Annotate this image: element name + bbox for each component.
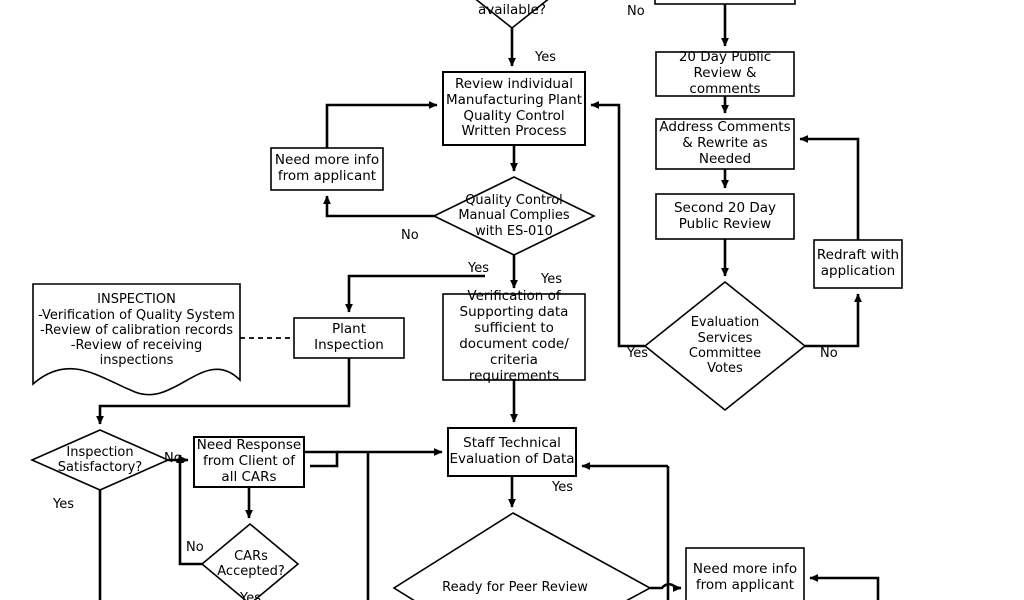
shape-20-day-public <box>655 51 795 97</box>
shape-plant-inspection <box>293 317 405 359</box>
shape-inspection-satisfactory <box>30 429 170 491</box>
label-yes-qc-manual-right: Yes <box>541 272 562 287</box>
edge-qc-no-to-needinfo <box>323 195 434 218</box>
label-no-top-right: No <box>627 4 645 19</box>
label-yes-staff: Yes <box>552 480 573 495</box>
shape-verification-supporting <box>442 293 586 381</box>
shape-cars-accepted <box>200 522 300 600</box>
shape-top-right-box <box>654 0 796 5</box>
label-no-inspection: No <box>164 451 182 466</box>
shape-need-more-info-left <box>270 147 384 191</box>
edge-cars-no-to-needresponse <box>176 454 202 566</box>
shape-staff-technical <box>447 427 577 477</box>
edge-committee-yes-to-review <box>590 101 645 348</box>
shape-review-individual <box>442 71 586 146</box>
edge-needinfo-to-review <box>325 101 438 148</box>
label-no-cars: No <box>186 540 204 555</box>
shape-ready-for-peer-review <box>392 512 652 600</box>
edge-needresponse-right-stub <box>304 450 339 468</box>
shape-redraft-with-application <box>813 239 903 289</box>
shape-evaluation-criteria <box>475 0 549 30</box>
edge-redraft-to-address <box>799 135 860 240</box>
edge-right-loop-to-needinfo <box>809 574 880 600</box>
label-yes-cars: Yes <box>240 591 261 600</box>
label-yes-committee: Yes <box>627 346 648 361</box>
shape-inspection-note <box>32 283 241 396</box>
edge-peerreview-hop <box>650 582 680 590</box>
shape-need-more-info-right <box>685 547 805 600</box>
label-yes-qc-manual: Yes <box>468 261 489 276</box>
shape-address-comments <box>655 118 795 170</box>
label-no-committee: No <box>820 346 838 361</box>
edge-qc-yes-to-plant <box>345 274 485 313</box>
edge-plant-to-inspection-satisfactory <box>96 358 351 425</box>
shape-second-20-day <box>655 193 795 240</box>
label-yes-inspection: Yes <box>53 497 74 512</box>
label-yes-criteria: Yes <box>535 50 556 65</box>
shape-need-response-cars <box>193 436 305 488</box>
label-no-qc-manual: No <box>401 228 419 243</box>
edge-committee-no-to-redraft <box>805 293 862 348</box>
shape-qc-manual-complies <box>432 176 596 256</box>
shape-evaluation-services-committee <box>643 280 807 412</box>
